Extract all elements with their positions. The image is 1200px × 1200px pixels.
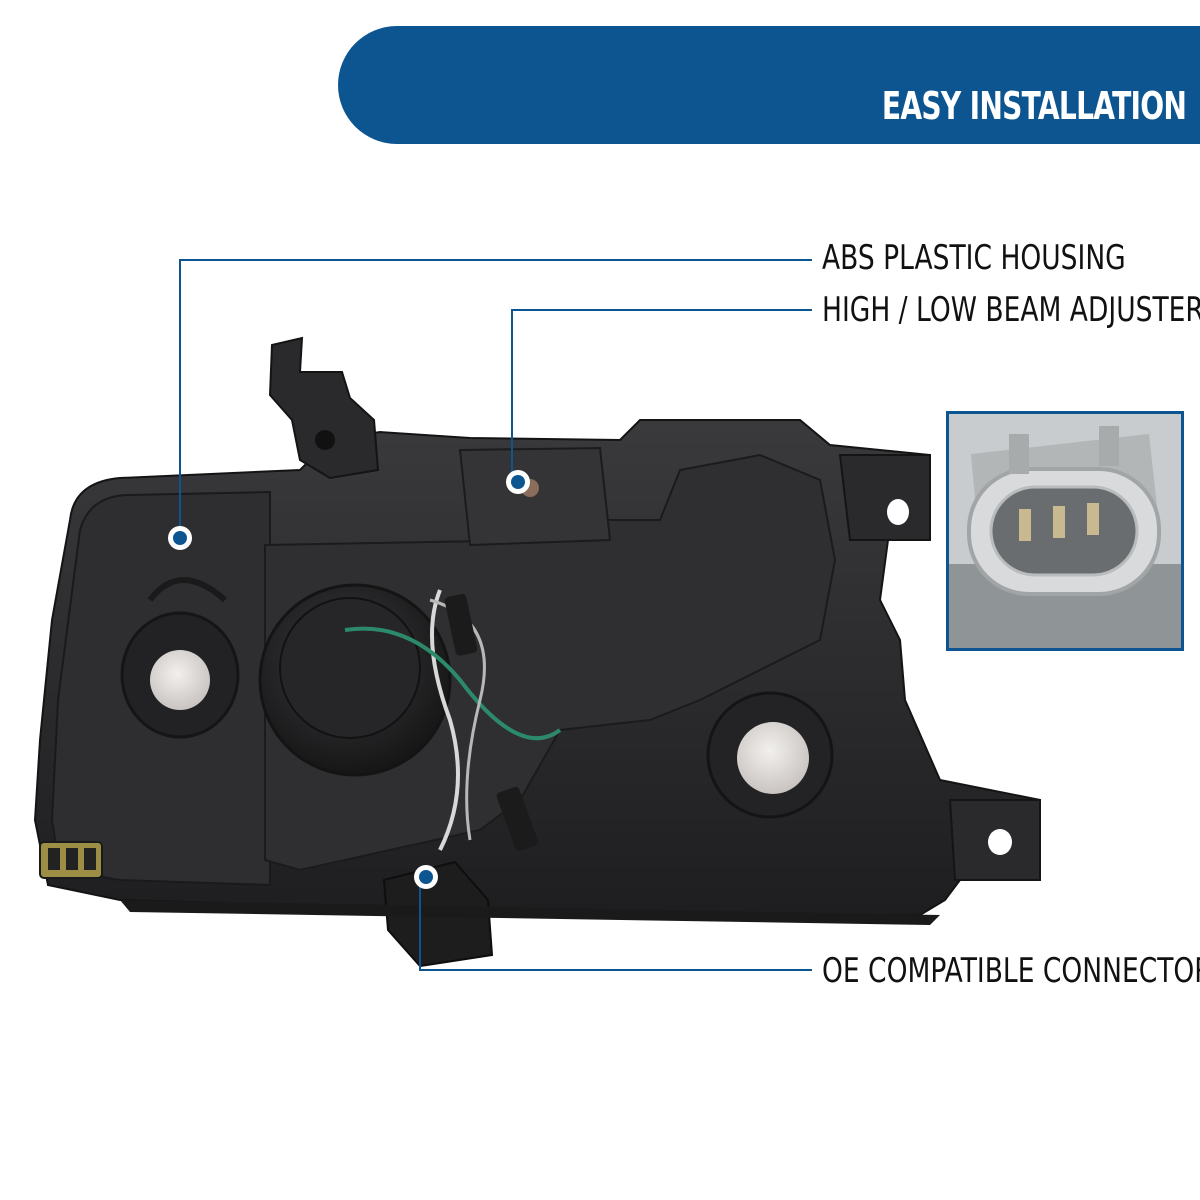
leader-adjuster bbox=[511, 309, 812, 482]
reflector-body bbox=[264, 453, 837, 872]
adjuster-block bbox=[458, 446, 612, 547]
connector-closeup-inset bbox=[946, 411, 1184, 651]
callout-dot-oe bbox=[414, 865, 438, 889]
connector-closeup-image bbox=[949, 414, 1181, 648]
left-socket-cap bbox=[150, 650, 210, 710]
callout-abs-plastic-housing: ABS PLASTIC HOUSING bbox=[822, 238, 1126, 278]
banner-title: EASY INSTALLATION bbox=[881, 84, 1187, 128]
leader-oe bbox=[419, 877, 812, 971]
callout-dot-abs bbox=[168, 526, 192, 550]
top-mount-tab bbox=[268, 336, 380, 480]
bulb-dome-inner bbox=[279, 597, 421, 739]
callout-dot-adjuster bbox=[506, 470, 530, 494]
housing-bottom-rail bbox=[120, 900, 940, 925]
callout-high-low-beam-adjuster: HIGH / LOW BEAM ADJUSTER bbox=[822, 290, 1200, 330]
wire-white bbox=[430, 589, 460, 851]
leader-abs bbox=[179, 259, 812, 538]
callout-oe-compatible-connectors: OE COMPATIBLE CONNECTORS bbox=[822, 951, 1200, 991]
right-socket-cap bbox=[737, 722, 809, 794]
wire-green bbox=[344, 626, 562, 741]
header-banner: EASY INSTALLATION bbox=[338, 26, 1200, 144]
right-upper-tab bbox=[838, 454, 931, 541]
wire-plug-lower bbox=[496, 786, 539, 852]
wire-plug-upper bbox=[444, 593, 478, 656]
